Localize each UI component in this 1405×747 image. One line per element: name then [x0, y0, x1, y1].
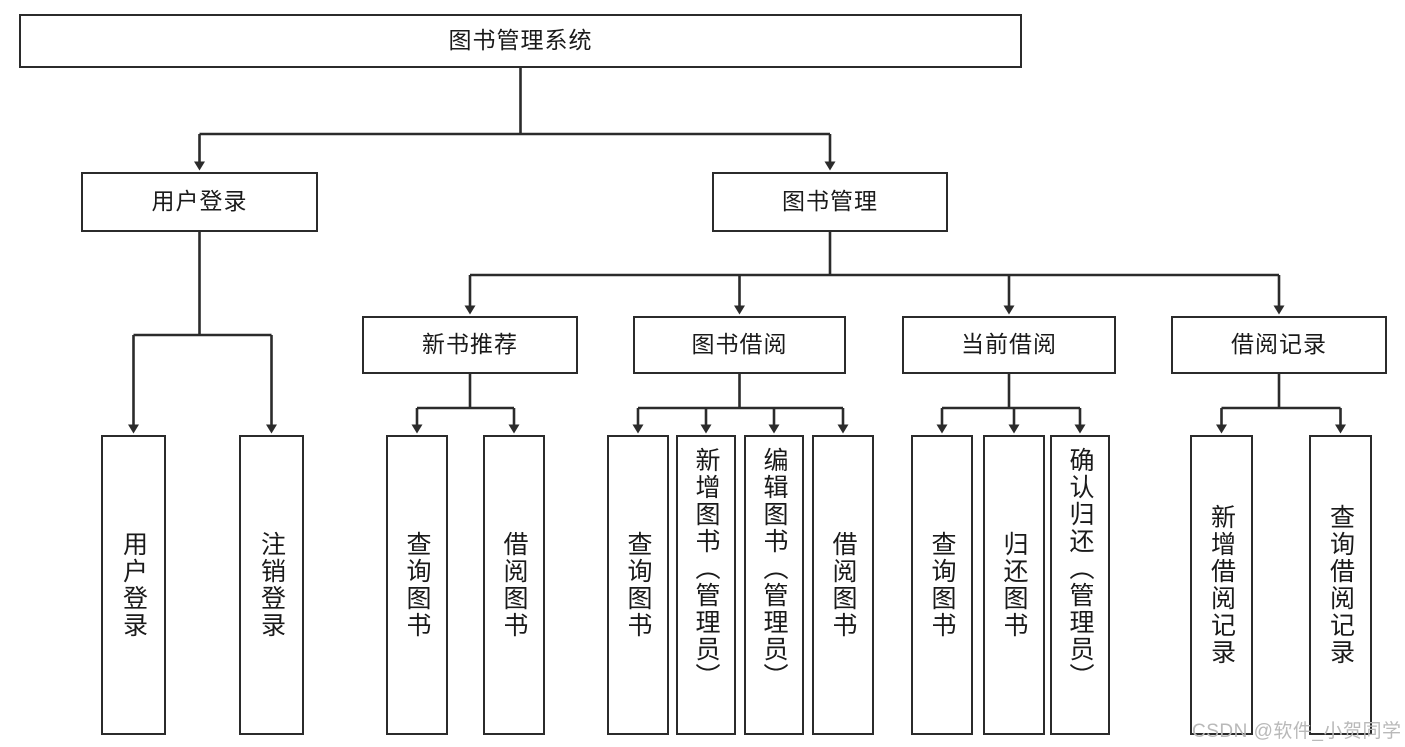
node-label: 当前借阅 [961, 331, 1057, 358]
node-label: 新增图书（管理员） [692, 447, 720, 690]
level2-node-图书管理[interactable]: 图书管理 [712, 172, 948, 232]
node-label: 用户登录 [151, 188, 248, 215]
leaf-node-新增借阅记录-11[interactable]: 新增借阅记录 [1190, 435, 1253, 735]
node-label: 查询图书 [928, 531, 956, 639]
node-label: 用户登录 [119, 531, 148, 639]
node-label: 注销登录 [257, 531, 286, 639]
node-label: 查询图书 [624, 531, 652, 639]
level3-node-当前借阅[interactable]: 当前借阅 [902, 316, 1116, 374]
root-node-图书管理系统[interactable]: 图书管理系统 [19, 14, 1022, 68]
node-label: 编辑图书（管理员） [760, 447, 788, 690]
leaf-node-新增图书管理员-5[interactable]: 新增图书（管理员） [676, 435, 736, 735]
leaf-node-借阅图书-7[interactable]: 借阅图书 [812, 435, 874, 735]
leaf-node-查询图书-8[interactable]: 查询图书 [911, 435, 973, 735]
node-label: 新书推荐 [422, 331, 518, 358]
node-label: 图书借阅 [691, 331, 788, 358]
leaf-node-归还图书-9[interactable]: 归还图书 [983, 435, 1045, 735]
node-label: 确认归还（管理员） [1066, 447, 1094, 690]
node-label: 借阅图书 [829, 531, 857, 639]
csdn-watermark: CSDN @软件_小贺同学 [1192, 721, 1402, 742]
leaf-node-借阅图书-3[interactable]: 借阅图书 [483, 435, 545, 735]
leaf-node-确认归还管理员-10[interactable]: 确认归还（管理员） [1050, 435, 1110, 735]
node-label: 新增借阅记录 [1207, 504, 1236, 666]
node-label: 查询图书 [403, 531, 431, 639]
leaf-node-注销登录-1[interactable]: 注销登录 [239, 435, 304, 735]
node-label: 图书管理 [782, 188, 878, 215]
level2-node-用户登录[interactable]: 用户登录 [81, 172, 318, 232]
level3-node-图书借阅[interactable]: 图书借阅 [633, 316, 846, 374]
node-label: 借阅记录 [1231, 331, 1327, 358]
leaf-node-编辑图书管理员-6[interactable]: 编辑图书（管理员） [744, 435, 804, 735]
leaf-node-查询图书-4[interactable]: 查询图书 [607, 435, 669, 735]
leaf-node-查询图书-2[interactable]: 查询图书 [386, 435, 448, 735]
leaf-node-查询借阅记录-12[interactable]: 查询借阅记录 [1309, 435, 1372, 735]
level3-node-新书推荐[interactable]: 新书推荐 [362, 316, 578, 374]
leaf-node-用户登录-0[interactable]: 用户登录 [101, 435, 166, 735]
node-label: 借阅图书 [500, 531, 528, 639]
node-label: 查询借阅记录 [1326, 504, 1355, 666]
node-label: 归还图书 [1000, 531, 1028, 639]
node-label: 图书管理系统 [448, 27, 593, 54]
level3-node-借阅记录[interactable]: 借阅记录 [1171, 316, 1387, 374]
